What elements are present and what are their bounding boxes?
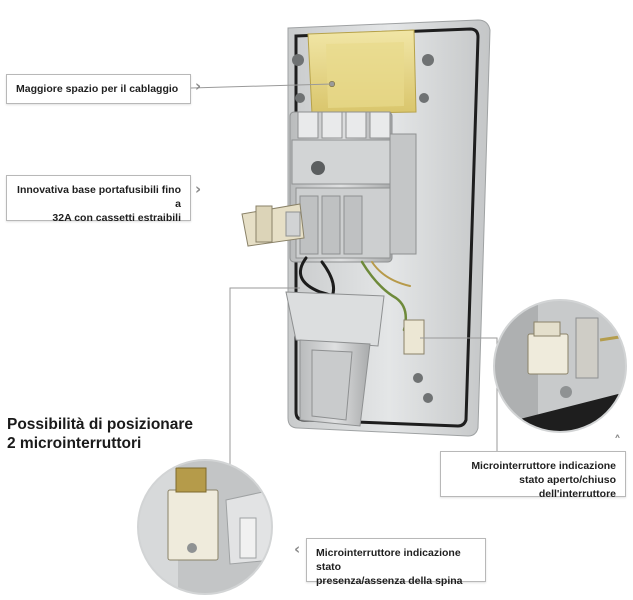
leader-lines — [190, 81, 498, 520]
callout-plug-presence-line2: presenza/assenza della spina — [316, 575, 463, 587]
zoom-circle-plug-presence — [137, 459, 273, 595]
socket-holder — [285, 291, 425, 427]
fuse-drawer — [241, 203, 305, 247]
heading-microswitches: Possibilità di posizionare 2 microinterr… — [7, 415, 207, 453]
callout-plug-presence: Microinterruttore indicazione stato pres… — [306, 538, 486, 587]
zoom-circle-switch-state — [493, 299, 627, 433]
chevron-right-icon: › — [195, 180, 202, 198]
callout-switch-state-line2: stato aperto/chiuso dell'interruttore — [519, 474, 616, 500]
heading-line1: Possibilità di posizionare — [7, 416, 194, 433]
callout-fuse-base-line2: 32A con cassetti estraibili — [52, 212, 181, 224]
fuse-base-module — [289, 111, 417, 263]
callout-switch-state-line1: Microinterruttore indicazione — [471, 460, 616, 472]
wiring-cavity — [307, 29, 417, 115]
callout-wiring-space-text: Maggiore spazio per il cablaggio — [16, 83, 179, 95]
chevron-left-icon: ‹ — [294, 540, 301, 558]
chevron-right-icon: › — [195, 77, 202, 95]
callout-plug-presence-line1: Microinterruttore indicazione stato — [316, 547, 461, 573]
heading-line2: 2 microinterruttori — [7, 435, 142, 452]
callout-switch-state: Microinterruttore indicazione stato aper… — [440, 451, 626, 500]
chevron-up-icon: ˄ — [614, 434, 621, 450]
callout-wiring-space: Maggiore spazio per il cablaggio — [6, 74, 191, 104]
callout-fuse-base: Innovativa base portafusibili fino a 32A… — [6, 175, 191, 224]
callout-fuse-base-line1: Innovativa base portafusibili fino a — [17, 184, 181, 210]
